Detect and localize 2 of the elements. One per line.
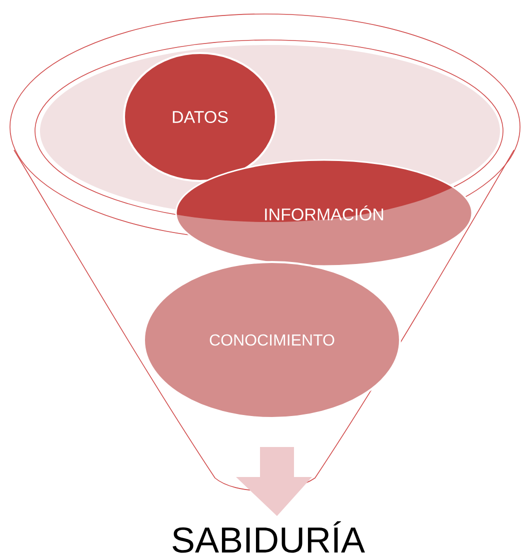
block-arrow bbox=[236, 447, 312, 516]
title-text: SABIDURÍA bbox=[172, 521, 365, 553]
